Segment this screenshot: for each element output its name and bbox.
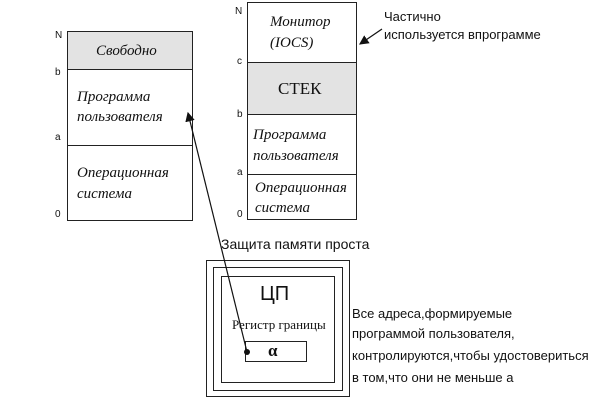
left-free-label: Свободно	[96, 43, 157, 59]
right-label-n: N	[235, 6, 243, 17]
cpu-inner-frame: ЦП Регистр границы	[221, 276, 335, 383]
left-user-program-line2: пользователя	[77, 109, 163, 125]
right-label-b: b	[237, 109, 243, 120]
left-free-segment: Свободно	[68, 32, 192, 70]
left-os-line2: система	[77, 186, 133, 202]
right-monitor-segment: Монитор (IOCS)	[248, 3, 356, 63]
register-arrow-origin-dot	[244, 349, 250, 355]
right-user-program-line1: Программа	[253, 127, 327, 143]
right-label-a: a	[237, 167, 243, 178]
diagram-caption: Защита памяти проста	[221, 236, 370, 252]
left-label-zero: 0	[55, 209, 61, 220]
explanation-line3: контролируются,чтобы удостовериться	[352, 348, 589, 363]
boundary-register-label: Регистр границы	[232, 317, 326, 332]
right-os-line2: система	[255, 200, 311, 216]
left-label-b: b	[55, 67, 61, 78]
partial-usage-note-line1: Частично	[384, 9, 441, 24]
register-to-program-arrow	[185, 111, 248, 353]
left-memory-map: Свободно Программа пользователя Операцио…	[67, 31, 193, 221]
left-os-segment: Операционная система	[68, 146, 192, 222]
left-label-n: N	[55, 30, 63, 41]
right-stack-segment: СТЕК	[248, 63, 356, 115]
left-label-a: a	[55, 132, 61, 143]
right-monitor-line2: (IOCS)	[270, 35, 314, 51]
left-user-program-segment: Программа пользователя	[68, 70, 192, 146]
partial-usage-pointer	[359, 28, 383, 45]
right-os-line1: Операционная	[255, 180, 347, 196]
explanation-line2: программой пользователя,	[352, 326, 515, 341]
partial-usage-note-line2: используется впрограмме	[384, 27, 541, 42]
right-user-program-line2: пользователя	[253, 148, 339, 164]
cpu-title: ЦП	[260, 283, 290, 305]
explanation-line1: Все адреса,формируемые	[352, 306, 513, 321]
right-monitor-line1: Монитор	[270, 14, 331, 30]
right-stack-label: СТЕК	[278, 79, 322, 98]
explanation-line4: в том,что они не меньше а	[352, 370, 514, 385]
left-user-program-line1: Программа	[77, 89, 151, 105]
right-memory-map: Монитор (IOCS) СТЕК Программа пользовате…	[247, 2, 357, 220]
right-user-program-segment: Программа пользователя	[248, 115, 356, 175]
left-os-line1: Операционная	[77, 165, 169, 181]
right-os-segment: Операционная система	[248, 175, 356, 221]
right-label-zero: 0	[237, 209, 243, 220]
boundary-register-value: α	[268, 341, 278, 360]
right-label-c: c	[237, 56, 242, 67]
